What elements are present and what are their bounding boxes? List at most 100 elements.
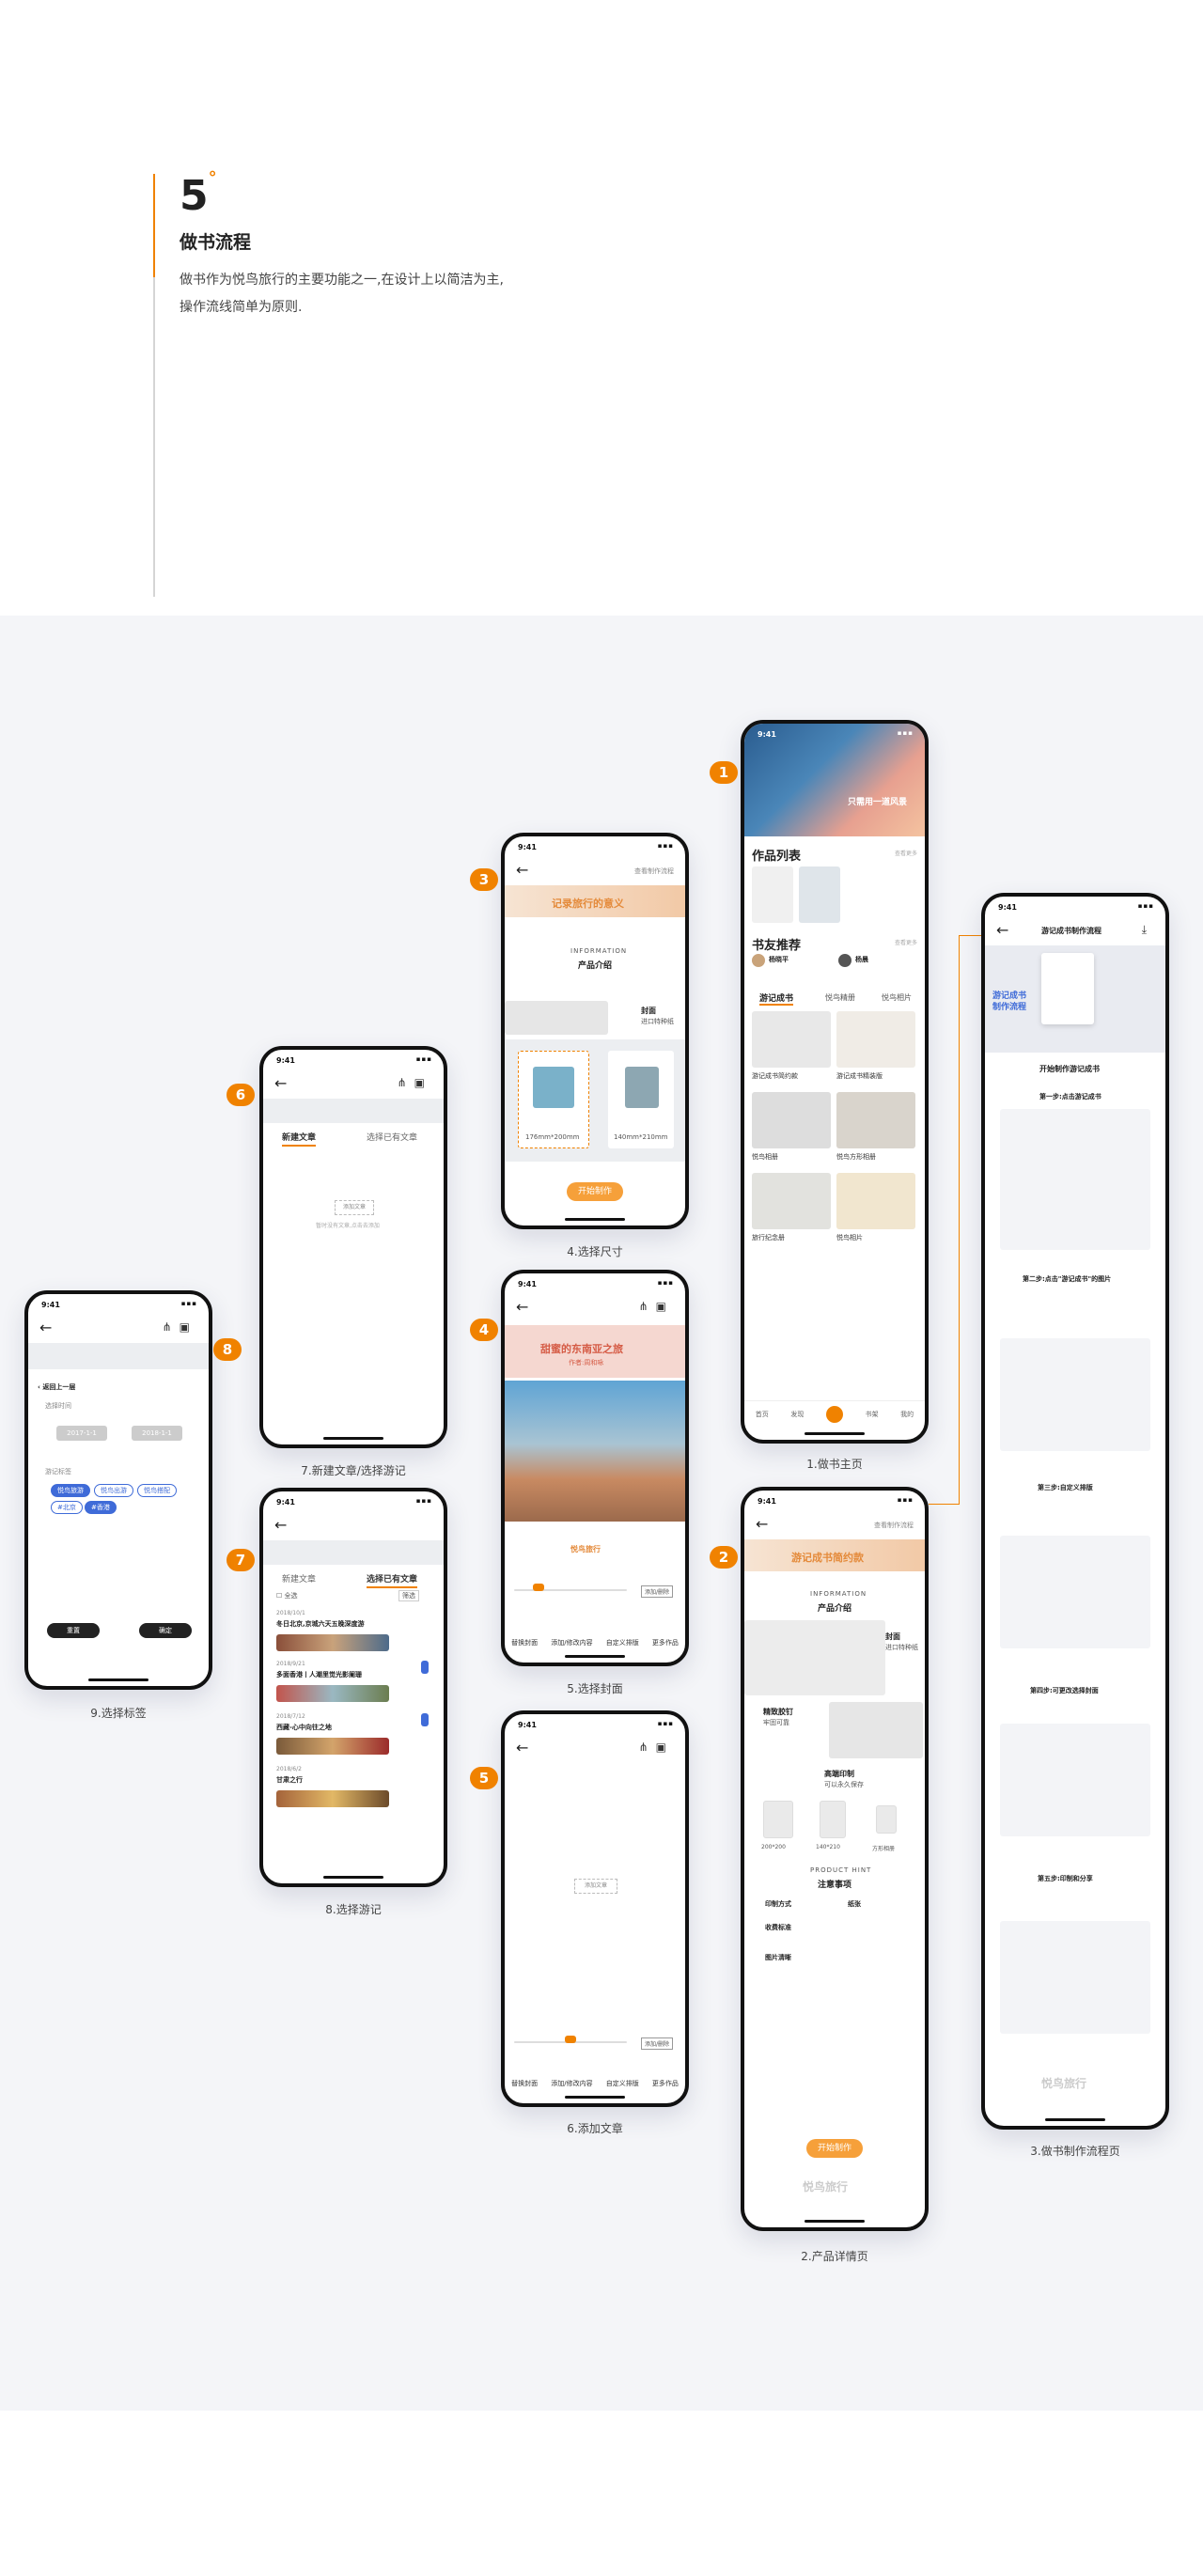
date-from-field[interactable]: 2017-1-1 bbox=[56, 1426, 107, 1441]
back-arrow-icon[interactable]: ← bbox=[516, 1739, 529, 1756]
step-badge: 5 bbox=[470, 1767, 498, 1789]
caption-flow: 3.做书制作流程页 bbox=[1030, 2145, 1120, 2158]
reset-button[interactable]: 重置 bbox=[47, 1623, 100, 1638]
book-image bbox=[744, 1620, 885, 1695]
hint-heading-en: PRODUCT HINT bbox=[810, 1866, 872, 1874]
edit-toolbar: 替换封面 添加/修改内容 自定义排版 更多作品 bbox=[505, 1638, 685, 1647]
back-arrow-icon[interactable]: ← bbox=[39, 1319, 53, 1336]
step-badge: 3 bbox=[470, 868, 498, 891]
product-image[interactable] bbox=[836, 1011, 915, 1068]
step-badge: 2 bbox=[710, 1546, 738, 1569]
replace-cover-button[interactable]: 替换封面 bbox=[511, 1639, 539, 1647]
back-arrow-icon[interactable]: ← bbox=[274, 1516, 288, 1534]
page-slider[interactable] bbox=[514, 1589, 627, 1591]
hint-item: 纸张 bbox=[848, 1900, 861, 1908]
start-make-button[interactable]: 开始制作 bbox=[806, 2139, 863, 2158]
add-text-placeholder[interactable]: 添加文章 bbox=[574, 1879, 617, 1894]
friends-more-link[interactable]: 查看更多 bbox=[894, 940, 917, 946]
phone-flow: 9:41 ←游记成书制作流程⤓ 游记成书 制作流程 开始制作游记成书 第一步:点… bbox=[981, 893, 1169, 2130]
tab-existing-article[interactable]: 选择已有文章 bbox=[367, 1572, 418, 1588]
caption-cover: 5.选择封面 bbox=[567, 1682, 623, 1695]
more-works-button[interactable]: 更多作品 bbox=[651, 1639, 679, 1647]
slider-thumb[interactable] bbox=[565, 2036, 576, 2043]
create-button[interactable] bbox=[825, 1405, 843, 1423]
work-thumb[interactable] bbox=[799, 866, 840, 923]
back-level-link[interactable]: ‹ 返回上一层 bbox=[38, 1383, 76, 1391]
status-time: 9:41 bbox=[744, 724, 925, 744]
slider-thumb[interactable] bbox=[533, 1584, 544, 1591]
edit-content-button[interactable]: 添加/修改内容 bbox=[551, 1639, 593, 1647]
start-make-button[interactable]: 开始制作 bbox=[567, 1182, 623, 1201]
tab-new-article[interactable]: 新建文章 bbox=[282, 1131, 317, 1147]
add-remove-page-button[interactable]: 添加/删除 bbox=[641, 1585, 674, 1598]
trip-photos bbox=[276, 1634, 389, 1651]
status-time: 9:41 bbox=[263, 1491, 444, 1512]
size-label: 200*200 bbox=[761, 1844, 786, 1850]
edit-content-button[interactable]: 添加/修改内容 bbox=[551, 2080, 593, 2087]
trip-title[interactable]: 多面香港丨人潮里觉光影阑珊 bbox=[276, 1671, 362, 1678]
add-article-button[interactable]: 添加文章 bbox=[335, 1200, 374, 1215]
tab-shelf[interactable]: 书架 bbox=[865, 1410, 879, 1418]
download-icon[interactable]: ⤓ bbox=[1141, 923, 1154, 936]
custom-layout-button[interactable]: 自定义排版 bbox=[605, 1639, 639, 1647]
trip-date: 2018/6/2 bbox=[276, 1766, 302, 1772]
product-image[interactable] bbox=[836, 1173, 915, 1229]
trip-title[interactable]: 冬日北京,京城六天五晚深度游 bbox=[276, 1620, 365, 1628]
tab-photo[interactable]: 悦鸟相片 bbox=[882, 993, 912, 1002]
tab-album[interactable]: 悦鸟精册 bbox=[825, 993, 855, 1002]
view-flow-link[interactable]: 查看制作流程 bbox=[634, 867, 674, 875]
replace-cover-button[interactable]: 替换封面 bbox=[511, 2080, 539, 2087]
back-arrow-icon[interactable]: ← bbox=[996, 921, 1009, 939]
tag-chip[interactable]: 悦鸟旅游 bbox=[51, 1484, 90, 1497]
works-more-link[interactable]: 查看更多 bbox=[894, 851, 917, 857]
tab-discover[interactable]: 发现 bbox=[790, 1410, 805, 1418]
share-icon[interactable]: ⋔▣ bbox=[162, 1320, 197, 1334]
book-image bbox=[829, 1702, 923, 1758]
view-flow-link[interactable]: 查看制作流程 bbox=[874, 1522, 914, 1529]
caption-tags: 9.选择标签 bbox=[90, 1707, 147, 1720]
add-remove-page-button[interactable]: 添加/删除 bbox=[641, 2037, 674, 2050]
date-to-field[interactable]: 2018-1-1 bbox=[132, 1426, 182, 1441]
friend-name: 杨晓平 bbox=[769, 956, 789, 963]
avatar[interactable] bbox=[752, 954, 765, 967]
brand-logo: 悦鸟旅行 bbox=[1041, 2077, 1087, 2090]
product-image[interactable] bbox=[752, 1173, 831, 1229]
tab-existing-article[interactable]: 选择已有文章 bbox=[367, 1133, 418, 1143]
product-image[interactable] bbox=[752, 1092, 831, 1148]
work-thumb[interactable] bbox=[752, 866, 793, 923]
tag-chip[interactable]: #香港 bbox=[85, 1501, 117, 1514]
product-image[interactable] bbox=[836, 1092, 915, 1148]
tab-home[interactable]: 首页 bbox=[755, 1410, 769, 1418]
flow-step: 第一步:点击游记成书 bbox=[1039, 1093, 1101, 1101]
filter-button[interactable]: 筛选 bbox=[398, 1590, 419, 1601]
select-all-checkbox[interactable]: ☐ 全选 bbox=[276, 1592, 298, 1600]
share-icon[interactable]: ⋔▣ bbox=[638, 1741, 674, 1754]
banner-title: 记录旅行的意义 bbox=[552, 898, 624, 910]
trip-title[interactable]: 甘肃之行 bbox=[276, 1776, 303, 1784]
hint-item: 收费标准 bbox=[765, 1924, 791, 1931]
info-heading-en: INFORMATION bbox=[570, 947, 628, 955]
tab-travel-book[interactable]: 游记成书 bbox=[759, 991, 794, 1006]
share-icon[interactable]: ⋔▣ bbox=[638, 1300, 674, 1313]
trip-photos bbox=[276, 1738, 389, 1755]
cover-subtitle: 作者:周和咏 bbox=[569, 1359, 604, 1366]
avatar[interactable] bbox=[838, 954, 851, 967]
product-image[interactable] bbox=[752, 1011, 831, 1068]
tab-new-article[interactable]: 新建文章 bbox=[282, 1575, 317, 1585]
back-arrow-icon[interactable]: ← bbox=[274, 1074, 288, 1092]
trip-title[interactable]: 西藏-心中向往之地 bbox=[276, 1724, 332, 1731]
tag-chip[interactable]: 悦鸟出游 bbox=[94, 1484, 133, 1497]
back-arrow-icon[interactable]: ← bbox=[516, 1298, 529, 1316]
custom-layout-button[interactable]: 自定义排版 bbox=[605, 2080, 639, 2087]
tab-me[interactable]: 我的 bbox=[900, 1410, 914, 1418]
confirm-button[interactable]: 确定 bbox=[139, 1623, 192, 1638]
back-arrow-icon[interactable]: ← bbox=[516, 861, 529, 879]
tag-chip[interactable]: 悦鸟搭配 bbox=[137, 1484, 177, 1497]
more-works-button[interactable]: 更多作品 bbox=[651, 2080, 679, 2087]
selected-bookmark-icon bbox=[421, 1713, 429, 1726]
tag-chip[interactable]: #北京 bbox=[51, 1501, 83, 1514]
flow-step: 第四步:可更改选择封面 bbox=[1030, 1687, 1099, 1694]
size-option-label: 140mm*210mm bbox=[614, 1133, 668, 1141]
share-icon[interactable]: ⋔▣ bbox=[397, 1076, 432, 1089]
back-arrow-icon[interactable]: ← bbox=[756, 1515, 769, 1533]
